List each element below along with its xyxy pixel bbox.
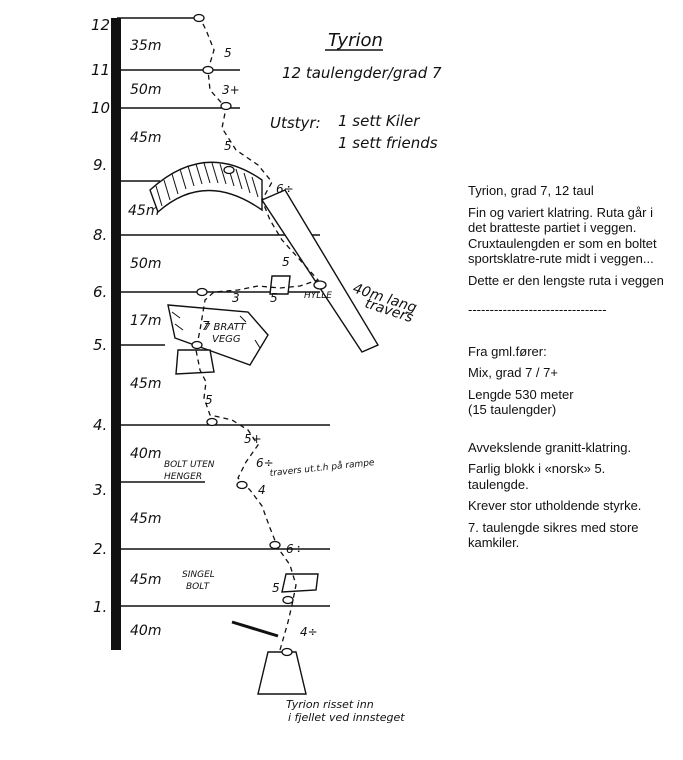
ledge xyxy=(281,573,319,593)
route-description: Tyrion, grad 7, 12 taul Fin og variert k… xyxy=(468,183,668,557)
description-paragraph: Fin og variert klatring. Ruta går i det … xyxy=(468,204,657,267)
pitch-length: 17m xyxy=(130,313,161,329)
pitch-number: 12. xyxy=(91,16,115,34)
bolt-label: BOLT UTEN xyxy=(164,460,215,470)
crack-line xyxy=(231,620,279,638)
pitch-length: 45m xyxy=(130,376,161,392)
description-paragraph: Farlig blokk i «norsk» 5. taulengde. xyxy=(468,461,606,492)
pitch-grade: 7 xyxy=(202,319,210,333)
wall-hatching xyxy=(171,311,261,349)
pitch-length: 45m xyxy=(130,511,161,527)
gear-item: 1 sett Kiler xyxy=(338,112,420,130)
start-note: Tyrion risset inn xyxy=(286,698,374,711)
pitch-grade: 4÷ xyxy=(300,625,318,639)
pitch-grade: 6÷ xyxy=(286,542,304,556)
start-block xyxy=(257,651,307,695)
description-paragraph: Dette er den lengste ruta i veggen xyxy=(468,272,664,288)
route-line xyxy=(195,17,320,651)
pitch-number: 6. xyxy=(93,283,107,301)
gear-label: Utstyr: xyxy=(270,114,321,132)
pitch-length: 45m xyxy=(128,203,159,219)
pitch-grade: 5 xyxy=(224,46,232,60)
description-paragraph: Avvekslende granitt-klatring. xyxy=(468,439,632,455)
separator: -------------------------------- xyxy=(468,302,607,317)
pitch-number: 4. xyxy=(93,416,107,434)
pitch-length: 40m xyxy=(130,623,161,639)
pitch-grade: 5 xyxy=(282,255,290,269)
pitch-grade: 6÷ xyxy=(276,182,294,196)
pitch-length: 40m xyxy=(130,446,161,462)
traverse-note: travers ut.t.h på rampe xyxy=(269,457,375,479)
gear-item: 1 sett friends xyxy=(338,134,438,152)
belay-stations xyxy=(191,13,327,657)
topo-subtitle: 12 taulengder/grad 7 xyxy=(282,64,442,82)
topo-title: Tyrion xyxy=(328,30,383,51)
roof-hatching xyxy=(155,162,259,207)
pitch-number: 8. xyxy=(93,226,107,244)
length-info: Lengde 530 meter xyxy=(468,386,574,402)
pitch-grade: 5 xyxy=(272,581,280,595)
start-note: i fjellet ved innsteget xyxy=(288,711,405,724)
pitch-number: 3. xyxy=(93,481,107,499)
pitch-length: 50m xyxy=(130,256,161,272)
pitch-grade: 6÷ xyxy=(256,456,274,470)
pitch-number: 11. xyxy=(91,61,115,79)
pitch-length: 35m xyxy=(130,38,161,54)
steep-wall-block xyxy=(167,304,269,366)
length-info: (15 taulengder) xyxy=(468,402,557,417)
single-bolt-label: BOLT xyxy=(186,582,211,592)
pitch-grade: 4 xyxy=(258,483,266,497)
route-topo-diagram: 1. 2. 3. 4. 5. 6. 8. 9. 10. 11. 12. 40m … xyxy=(91,13,442,724)
scale-bar xyxy=(111,18,121,650)
description-paragraph: 7. taulengde sikres med store kamkiler. xyxy=(468,519,639,551)
ledge-label: HYLLE xyxy=(304,291,332,301)
grade-info: Mix, grad 7 / 7+ xyxy=(468,365,558,380)
pitch-length: 45m xyxy=(130,130,161,146)
pitch-number: 1. xyxy=(93,598,107,616)
pitch-length: 50m xyxy=(130,82,161,98)
bolt-label: HENGER xyxy=(164,472,202,482)
traverse-ramp xyxy=(260,189,380,353)
ledge xyxy=(175,349,215,375)
pitch-number: 5. xyxy=(93,336,107,354)
pitch-number: 10. xyxy=(91,99,115,117)
single-bolt-label: SINGEL xyxy=(182,570,215,580)
flake xyxy=(269,275,291,295)
description-heading: Tyrion, grad 7, 12 taul xyxy=(468,183,594,198)
description-paragraph: Krever stor utholdende styrke. xyxy=(468,498,642,513)
pitch-grade: 5+ xyxy=(244,432,262,446)
pitch-length: 45m xyxy=(130,572,161,588)
pitch-grade: 3 xyxy=(232,291,240,305)
pitch-grade: 5 xyxy=(270,291,278,305)
steep-wall-label: 7 BRATT xyxy=(204,322,247,333)
steep-wall-label: VEGG xyxy=(212,334,241,345)
roof-overhang xyxy=(149,161,263,214)
pitch-grade: 3+ xyxy=(222,83,240,97)
pitch-number: 9. xyxy=(93,156,107,174)
old-guide-label: Fra gml.fører: xyxy=(468,343,547,359)
pitch-grade: 5 xyxy=(205,393,213,407)
pitch-grade: 5 xyxy=(224,139,232,153)
pitch-number: 2. xyxy=(93,540,107,558)
